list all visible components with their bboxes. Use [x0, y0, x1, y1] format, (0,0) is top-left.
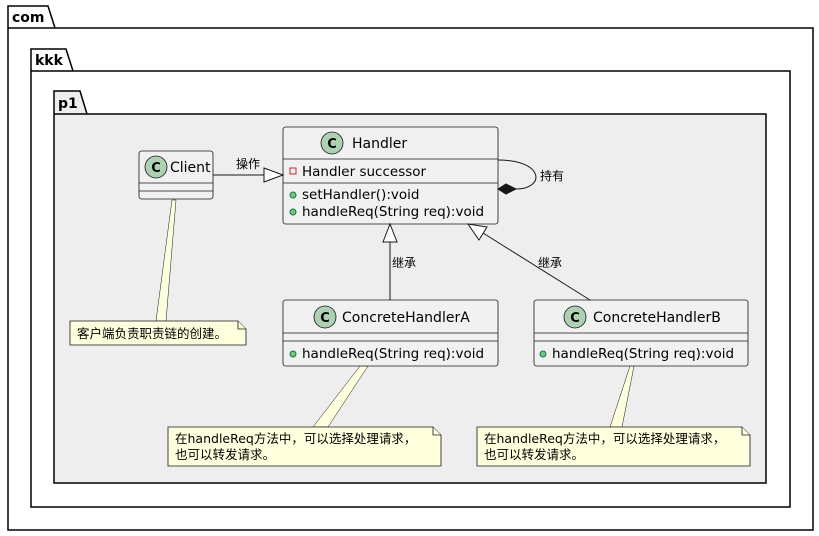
class-stereotype-icon	[144, 155, 168, 179]
svg-text:C: C	[570, 311, 580, 326]
class-stereotype-icon	[320, 131, 344, 155]
public-marker-icon	[289, 208, 297, 216]
class-concrete-handler-a[interactable]: C ConcreteHandlerA handleReq(String req)…	[282, 299, 499, 367]
package-p1-label: p1	[58, 96, 78, 112]
svg-text:C: C	[151, 161, 161, 176]
package-kkk-label: kkk	[35, 53, 64, 69]
relation-client-handler: 操作	[213, 156, 285, 183]
public-marker-icon	[539, 350, 547, 358]
public-marker-icon	[289, 191, 297, 199]
class-stereotype-icon	[313, 305, 337, 329]
handler-attribute-successor: Handler successor	[302, 164, 427, 180]
private-marker-icon	[289, 167, 297, 175]
class-concrete-b-name: ConcreteHandlerB	[593, 310, 721, 326]
class-concrete-handler-b[interactable]: C ConcreteHandlerB handleReq(String req)…	[533, 299, 749, 367]
concrete-b-method-handlereq: handleReq(String req):void	[552, 346, 734, 362]
class-client-name: Client	[170, 160, 211, 176]
class-client[interactable]: C Client	[138, 150, 214, 200]
note-client: 客户端负责职责链的创建。	[69, 320, 247, 346]
relation-b-inherits-label: 继承	[538, 256, 562, 270]
class-handler[interactable]: C Handler Handler successor setHandler()…	[282, 126, 499, 225]
handler-method-sethandler: setHandler():void	[302, 187, 419, 203]
public-marker-icon	[289, 350, 297, 358]
relation-b-inherits: 继承	[466, 223, 591, 301]
class-stereotype-icon	[563, 305, 587, 329]
note-concrete-b-line-1: 在handleReq方法中，可以选择处理请求，	[484, 431, 725, 446]
class-handler-name: Handler	[352, 136, 407, 152]
relation-a-inherits-label: 继承	[392, 256, 416, 270]
class-concrete-a-name: ConcreteHandlerA	[342, 310, 470, 326]
relation-handler-self-label: 持有	[540, 168, 564, 183]
note-client-text: 客户端负责职责链的创建。	[77, 326, 227, 341]
relation-handler-self: 持有	[497, 159, 564, 195]
package-com-label: com	[12, 10, 45, 26]
note-concrete-a-line-2: 也可以转发请求。	[175, 447, 275, 462]
relation-client-handler-label: 操作	[236, 156, 260, 171]
handler-method-handlereq: handleReq(String req):void	[302, 204, 484, 220]
relation-a-inherits: 继承	[382, 222, 416, 300]
note-concrete-a-line-1: 在handleReq方法中，可以选择处理请求，	[175, 431, 416, 446]
note-concrete-a: 在handleReq方法中，可以选择处理请求， 也可以转发请求。	[167, 426, 442, 467]
note-concrete-b-line-2: 也可以转发请求。	[484, 447, 584, 462]
package-p1: p1	[53, 90, 767, 484]
svg-text:C: C	[320, 311, 330, 326]
concrete-a-method-handlereq: handleReq(String req):void	[302, 346, 484, 362]
note-concrete-b: 在handleReq方法中，可以选择处理请求， 也可以转发请求。	[476, 426, 751, 467]
svg-text:C: C	[327, 137, 337, 152]
